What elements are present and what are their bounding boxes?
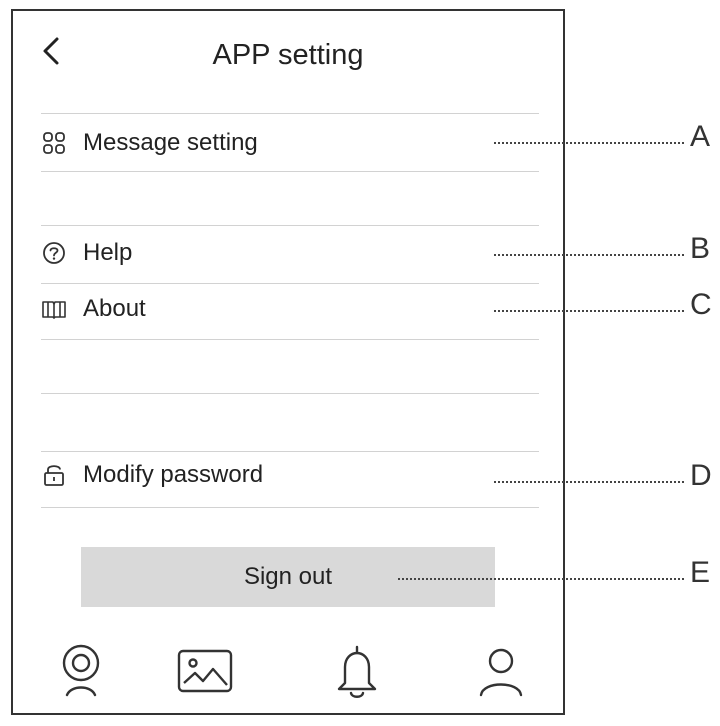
menu-item-label: Help: [83, 239, 133, 266]
callout-label-a: A: [690, 120, 711, 153]
divider: [41, 393, 539, 394]
page-title: APP setting: [212, 39, 364, 71]
grid-icon: [43, 132, 65, 154]
tab-alerts[interactable]: [329, 641, 385, 701]
callout-label-b: B: [690, 232, 711, 265]
divider: [41, 225, 539, 226]
divider: [41, 283, 539, 284]
back-button[interactable]: [37, 33, 69, 69]
tab-profile[interactable]: [473, 641, 529, 701]
tab-gallery[interactable]: [175, 641, 237, 701]
divider: [41, 339, 539, 340]
question-circle-icon: [43, 242, 65, 264]
divider: [41, 507, 539, 508]
sign-out-button[interactable]: Sign out: [81, 547, 495, 607]
callout-line-c: [494, 310, 684, 312]
camera-icon: [62, 644, 100, 697]
menu-item-message-setting[interactable]: Message setting: [41, 121, 539, 165]
callout-label-e: E: [690, 556, 711, 589]
menu-item-label: Modify password: [83, 461, 264, 488]
menu-item-help[interactable]: Help: [41, 231, 539, 275]
book-icon: [42, 301, 66, 319]
menu-item-label: About: [83, 295, 146, 322]
callout-line-d: [494, 481, 684, 483]
divider: [41, 171, 539, 172]
image-icon: [177, 649, 233, 693]
callout-label-c: C: [690, 288, 712, 321]
callout-line-b: [494, 254, 684, 256]
bell-icon: [337, 645, 377, 698]
tab-camera[interactable]: [53, 641, 109, 701]
callout-line-a: [494, 142, 684, 144]
menu-item-modify-password[interactable]: Modify password: [41, 453, 539, 497]
callout-line-e: [398, 578, 684, 580]
menu-item-label: Message setting: [83, 129, 258, 156]
menu-item-about[interactable]: About: [41, 287, 539, 331]
app-settings-screen: APP setting Message setting: [11, 9, 565, 715]
divider: [41, 451, 539, 452]
divider: [41, 113, 539, 114]
chevron-left-icon: [43, 37, 59, 65]
lock-icon: [44, 465, 64, 486]
callout-label-d: D: [690, 459, 712, 492]
user-icon: [479, 648, 523, 697]
